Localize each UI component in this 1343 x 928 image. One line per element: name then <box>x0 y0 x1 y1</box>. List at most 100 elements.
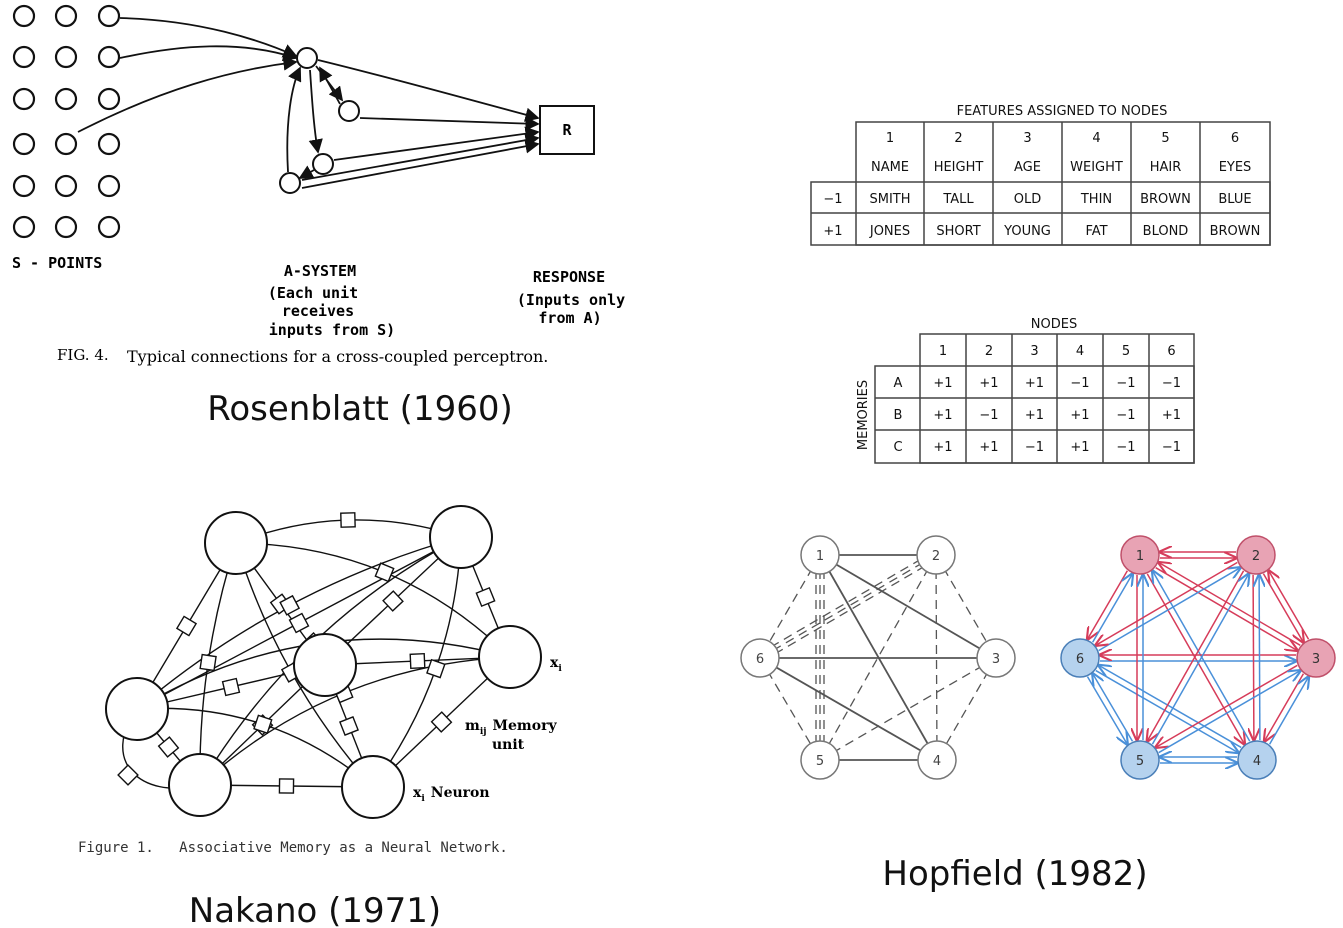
graph-node <box>800 740 840 780</box>
a-system-label: A-SYSTEM <box>284 262 356 280</box>
signal-arrow <box>1151 574 1248 745</box>
column-header: 1 <box>939 344 947 359</box>
column-feature: HAIR <box>1150 160 1182 175</box>
figure-caption: Typical connections for a cross-coupled … <box>127 347 548 366</box>
signal-arrow <box>1086 676 1128 745</box>
s-point-node <box>54 4 78 28</box>
signal-arrow <box>1155 567 1297 651</box>
graph-node-label: 4 <box>933 754 941 769</box>
signal-arrow <box>1099 665 1242 749</box>
weight-edge <box>935 554 997 659</box>
s-point-node <box>97 215 121 239</box>
table-cell: −1 <box>1116 440 1135 455</box>
inactive-node <box>1237 740 1277 780</box>
graph-node <box>800 535 840 575</box>
graph-node <box>916 535 956 575</box>
table-cell: SMITH <box>869 192 910 207</box>
weight-edge <box>819 554 937 761</box>
column-feature: HEIGHT <box>934 160 984 175</box>
signal-arrow <box>1159 563 1301 646</box>
figure-caption: Figure 1. Associative Memory as a Neural… <box>78 840 508 856</box>
weight-edge <box>935 554 938 761</box>
signal-arrow <box>1259 575 1260 740</box>
table-cell: −1 <box>1162 376 1181 391</box>
column-number: 5 <box>1161 131 1169 146</box>
table-cell: −1 <box>979 408 998 423</box>
signal-arrow <box>1098 568 1240 652</box>
table-cell: TALL <box>942 192 974 207</box>
memory-unit-square <box>278 778 295 794</box>
table-cell: OLD <box>1014 192 1042 207</box>
table-cell: +1 <box>1070 440 1089 455</box>
memory-unit-square <box>279 594 301 616</box>
response-note: from A) <box>538 309 601 327</box>
graph-node-label: 3 <box>1312 652 1320 667</box>
graph-node-label: 5 <box>816 754 824 769</box>
column-number: 1 <box>886 131 894 146</box>
memory-unit-square <box>221 677 241 697</box>
graph-node <box>917 740 957 780</box>
row-label: B <box>894 408 903 423</box>
memory-unit-square <box>426 658 446 679</box>
table-cell: −1 <box>1070 376 1089 391</box>
weight-edge <box>761 557 939 663</box>
nakano-title: Nakano (1971) <box>189 891 441 928</box>
table-title: FEATURES ASSIGNED TO NODES <box>957 104 1168 119</box>
table-cell: BROWN <box>1210 224 1261 239</box>
signal-arrow <box>1093 674 1134 742</box>
graph-node <box>976 638 1016 678</box>
a-unit-node <box>296 47 318 69</box>
graph-node <box>740 638 780 678</box>
memory-unit-square <box>409 652 426 670</box>
graph-node-label: 3 <box>992 652 1000 667</box>
a-system-note: (Each unit <box>268 284 358 302</box>
inactive-node <box>1120 740 1160 780</box>
signal-arrow <box>1264 673 1305 741</box>
neuron-node <box>341 755 405 819</box>
table-cell: JONES <box>869 224 910 239</box>
active-node <box>1120 535 1160 575</box>
table-cell: YOUNG <box>1003 224 1051 239</box>
neurons <box>105 505 542 819</box>
graph-node-label: 1 <box>1136 549 1144 564</box>
graph-node-label: 1 <box>816 549 824 564</box>
column-number: 4 <box>1092 131 1100 146</box>
column-feature: EYES <box>1219 160 1252 175</box>
rosenblatt-perceptron-diagram: R S - POINTS A-SYSTEM (Each unit receive… <box>12 4 625 429</box>
memory-unit-square <box>157 736 180 758</box>
signal-arrow <box>1092 574 1133 643</box>
table-cell: BROWN <box>1140 192 1191 207</box>
memory-unit-label-2: unit <box>492 737 525 753</box>
graph-node-label: 6 <box>756 652 764 667</box>
hopfield-title: Hopfield (1982) <box>882 854 1147 894</box>
s-point-node <box>97 4 121 28</box>
row-label: C <box>893 440 902 455</box>
neuron-node <box>105 677 169 741</box>
signal-arrow <box>1146 573 1244 744</box>
graph-node-label: 6 <box>1076 652 1084 667</box>
graph-node-label: 2 <box>1252 549 1260 564</box>
s-point-node <box>54 132 78 156</box>
signal-arrow <box>1269 571 1310 640</box>
signal-arrow <box>1095 669 1238 753</box>
weight-edge <box>759 554 821 659</box>
a-unit-node <box>312 153 334 175</box>
a-unit-node <box>338 100 360 122</box>
column-feature: WEIGHT <box>1070 160 1123 175</box>
figure-caption-number: FIG. 4. <box>57 346 109 364</box>
s-point-node <box>97 87 121 111</box>
table-cell: +1 <box>933 408 952 423</box>
memory-unit-square <box>117 764 139 786</box>
inactive-node <box>1060 638 1100 678</box>
column-number: 3 <box>1023 131 1031 146</box>
memory-unit-square <box>288 612 310 634</box>
column-number: 2 <box>954 131 962 146</box>
active-node <box>1296 638 1336 678</box>
s-point-node <box>12 174 36 198</box>
